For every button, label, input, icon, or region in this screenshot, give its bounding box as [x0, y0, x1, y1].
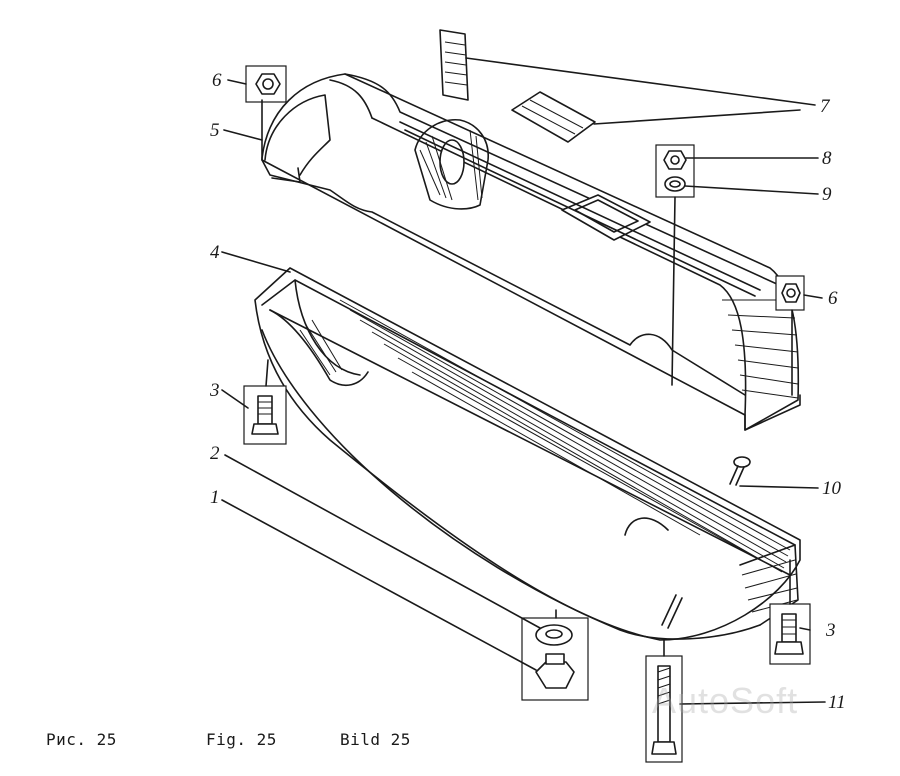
callout-6-right: 6 [828, 288, 838, 309]
callout-6-top: 6 [212, 70, 222, 91]
callout-11: 11 [828, 692, 846, 713]
right-end-hatching [722, 299, 799, 399]
bolt-3-right [769, 603, 811, 665]
callout-10: 10 [822, 478, 842, 499]
callout-4: 4 [210, 242, 220, 263]
caption-en: Fig. 25 [206, 730, 277, 749]
caption-ru: Рис. 25 [46, 730, 117, 749]
bolt-3-left [243, 385, 287, 445]
callout-5: 5 [210, 120, 220, 141]
upper-cover [261, 73, 801, 431]
leader-lines [221, 57, 826, 705]
callout-2: 2 [210, 443, 220, 464]
pan-inner-hatching [299, 299, 791, 573]
nut-8-washer-9 [655, 144, 695, 198]
nut-6-top [245, 65, 287, 103]
upper-cutout-hatching [419, 129, 483, 201]
callout-1: 1 [210, 487, 220, 508]
washer-2-plug-1 [521, 617, 589, 701]
callout-8: 8 [822, 148, 832, 169]
callout-9: 9 [822, 184, 832, 205]
screw-10 [729, 456, 751, 486]
lower-pan [254, 267, 801, 641]
callout-labels: 1 2 3 3 4 5 6 6 7 8 9 10 11 [209, 70, 846, 713]
long-bolt-11 [645, 655, 683, 763]
callout-3-right: 3 [825, 620, 836, 641]
caption-de: Bild 25 [340, 730, 411, 749]
watermark: AutoSoft [652, 680, 799, 721]
callout-7: 7 [820, 96, 831, 117]
nut-6-right [775, 275, 805, 311]
callout-3-left: 3 [209, 380, 220, 401]
gaskets-7 [439, 29, 596, 143]
